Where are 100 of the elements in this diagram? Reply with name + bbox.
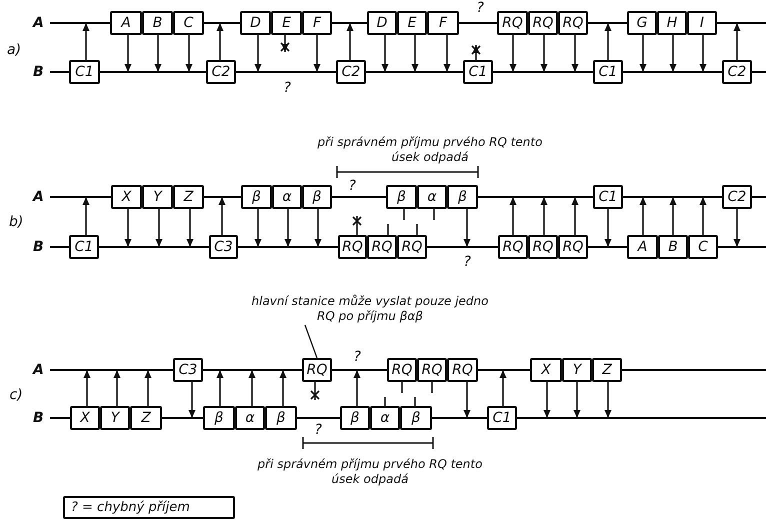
frame-block: RQ	[367, 235, 397, 259]
frame-block: C1	[69, 235, 99, 259]
error-mark: ?	[354, 349, 361, 365]
signal-arrow	[248, 370, 256, 406]
signal-arrow	[444, 35, 450, 72]
frame-block: C3	[173, 358, 203, 382]
stub-line	[387, 224, 389, 235]
frame-block: β	[400, 406, 432, 430]
frame-block: B	[142, 11, 173, 35]
signal-arrow	[640, 35, 646, 72]
signal-arrow	[216, 370, 224, 406]
stub-line	[403, 209, 405, 220]
error-mark: ?	[348, 178, 356, 194]
stub-line	[414, 397, 416, 406]
signal-arrow	[346, 23, 354, 60]
line-label: A	[33, 189, 44, 205]
signal-arrow	[216, 23, 224, 60]
stub-line	[314, 382, 316, 400]
frame-block: RQ	[558, 235, 588, 259]
frame-block: α	[272, 185, 302, 209]
annotation-text: při správném příjmu prvého RQ tento úsek odpadá	[316, 135, 544, 165]
signal-arrow	[314, 209, 322, 247]
frame-block: RQ	[447, 358, 478, 382]
frame-block: β	[302, 185, 332, 209]
signal-arrow	[734, 209, 740, 247]
line-label: B	[33, 410, 44, 426]
frame-block: E	[397, 11, 427, 35]
frame-block: β	[340, 406, 370, 430]
frame-block: H	[657, 11, 687, 35]
signal-arrow	[114, 370, 120, 406]
frame-block: C1	[593, 60, 623, 84]
signal-arrow	[464, 209, 470, 247]
frame-block: β	[447, 185, 478, 209]
annotation-text: při správném příjmu prvého RQ tento úsek odpadá	[256, 457, 484, 487]
frame-block: Y	[142, 185, 173, 209]
frame-block: C1	[463, 60, 493, 84]
signal-arrow	[604, 382, 612, 418]
frame-block: β	[241, 185, 272, 209]
signal-arrow	[280, 370, 286, 406]
frame-block: RQ	[558, 11, 588, 35]
signal-arrow	[254, 35, 262, 72]
signal-arrow	[218, 197, 226, 235]
leader-line	[304, 324, 318, 358]
stub-line	[356, 216, 358, 235]
signal-arrow	[82, 197, 90, 235]
stub-line	[401, 382, 403, 393]
signal-arrow	[354, 370, 360, 406]
signal-arrow	[604, 23, 612, 60]
frame-block: C2	[336, 60, 366, 84]
signal-arrow	[670, 35, 676, 72]
stub-line	[431, 382, 433, 393]
frame-block: G	[627, 11, 657, 35]
signal-arrow	[500, 370, 506, 406]
frame-block: RQ	[417, 358, 447, 382]
frame-block: D	[240, 11, 271, 35]
panel-label: a)	[7, 42, 22, 58]
signal-arrow	[540, 197, 548, 235]
line-label: B	[33, 239, 44, 255]
frame-block: RQ	[302, 358, 332, 382]
line-label: B	[33, 64, 44, 80]
frame-block: I	[687, 11, 717, 35]
frame-block: RQ	[497, 11, 528, 35]
signal-arrow	[734, 23, 740, 60]
signal-arrow	[282, 35, 288, 52]
frame-block: E	[271, 11, 302, 35]
frame-block: α	[370, 406, 400, 430]
signal-arrow	[604, 209, 612, 247]
signal-arrow	[412, 35, 418, 72]
signal-arrow	[284, 209, 292, 247]
frame-block: D	[367, 11, 397, 35]
signal-arrow	[574, 382, 580, 418]
frame-block: C1	[593, 185, 623, 209]
frame-block: C2	[206, 60, 236, 84]
signal-arrow	[382, 35, 388, 72]
signal-arrow	[82, 23, 90, 60]
error-mark: ?	[314, 422, 322, 438]
frame-block: Z	[173, 185, 204, 209]
signal-arrow	[670, 197, 676, 235]
line-label: A	[33, 362, 44, 378]
signal-arrow	[472, 45, 480, 60]
signal-arrow	[84, 370, 90, 406]
frame-block: Z	[592, 358, 622, 382]
error-mark: ?	[464, 254, 471, 270]
frame-block: F	[427, 11, 459, 35]
frame-block: RQ	[528, 235, 558, 259]
signal-arrow	[124, 209, 132, 247]
line-label: A	[33, 15, 44, 31]
signal-arrow	[572, 197, 578, 235]
frame-block: Y	[100, 406, 130, 430]
frame-block: Z	[130, 406, 162, 430]
frame-block: β	[203, 406, 235, 430]
signal-arrow	[640, 197, 646, 235]
signal-arrow	[186, 35, 192, 72]
frame-block: C2	[722, 185, 752, 209]
signal-arrow	[700, 35, 706, 72]
signal-arrow	[700, 197, 706, 235]
frame-block: A	[627, 235, 658, 259]
frame-block: C1	[69, 60, 100, 84]
signal-arrow	[156, 209, 162, 247]
frame-block: X	[111, 185, 142, 209]
